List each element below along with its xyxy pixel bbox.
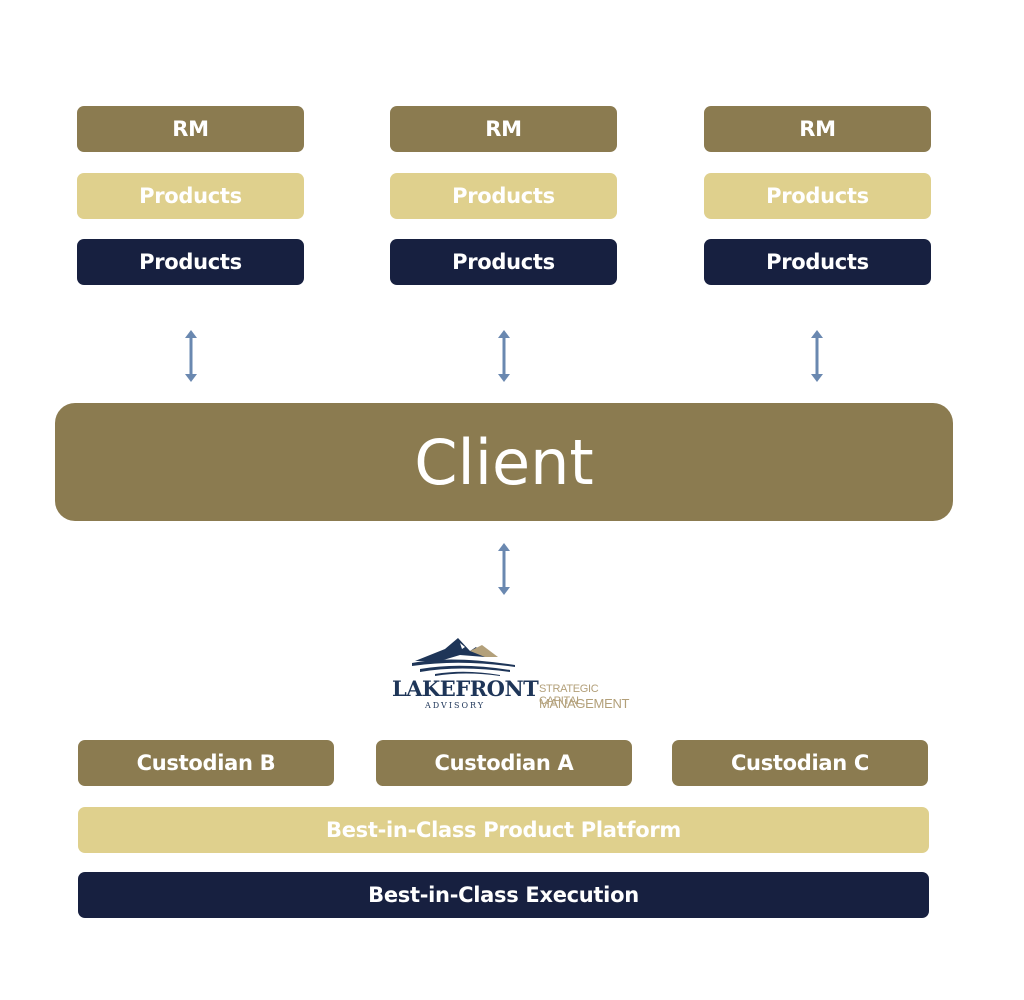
rm-label: RM (172, 117, 209, 141)
custodian-box-b: Custodian B (78, 740, 334, 786)
double-arrow-icon (498, 330, 510, 382)
products-dark-box-2: Products (390, 239, 617, 285)
logo-subname: ADVISORY (425, 701, 486, 710)
double-arrow-icon (811, 330, 823, 382)
rm-label: RM (485, 117, 522, 141)
rm-box-1: RM (77, 106, 304, 152)
rm-box-2: RM (390, 106, 617, 152)
double-arrow-icon (498, 543, 510, 595)
products-light-box-3: Products (704, 173, 931, 219)
rm-label: RM (799, 117, 836, 141)
logo-tagline-2: MANAGEMENT (539, 696, 630, 711)
products-label: Products (766, 250, 869, 274)
logo-tagline-1: STRATEGIC CAPITAL (539, 683, 599, 707)
products-label: Products (452, 250, 555, 274)
products-label: Products (766, 184, 869, 208)
products-light-box-2: Products (390, 173, 617, 219)
rm-box-3: RM (704, 106, 931, 152)
products-light-box-1: Products (77, 173, 304, 219)
products-label: Products (452, 184, 555, 208)
execution-box: Best-in-Class Execution (78, 872, 929, 918)
platform-label: Best-in-Class Product Platform (325, 818, 681, 842)
lakefront-logo: LAKEFRONT ADVISORY STRATEGIC CAPITAL MAN… (390, 633, 630, 713)
logo-name: LAKEFRONT (392, 676, 539, 701)
client-box: Client (55, 403, 953, 521)
custodian-label: Custodian C (730, 751, 870, 775)
products-label: Products (139, 250, 242, 274)
custodian-label: Custodian B (136, 751, 276, 775)
products-label: Products (139, 184, 242, 208)
execution-label: Best-in-Class Execution (368, 883, 639, 907)
products-dark-box-1: Products (77, 239, 304, 285)
mountain-lake-icon (412, 638, 515, 676)
double-arrow-icon (185, 330, 197, 382)
products-dark-box-3: Products (704, 239, 931, 285)
client-label: Client (414, 425, 594, 499)
product-platform-box: Best-in-Class Product Platform (78, 807, 929, 853)
custodian-label: Custodian A (434, 751, 574, 775)
custodian-box-a: Custodian A (376, 740, 632, 786)
custodian-box-c: Custodian C (672, 740, 928, 786)
